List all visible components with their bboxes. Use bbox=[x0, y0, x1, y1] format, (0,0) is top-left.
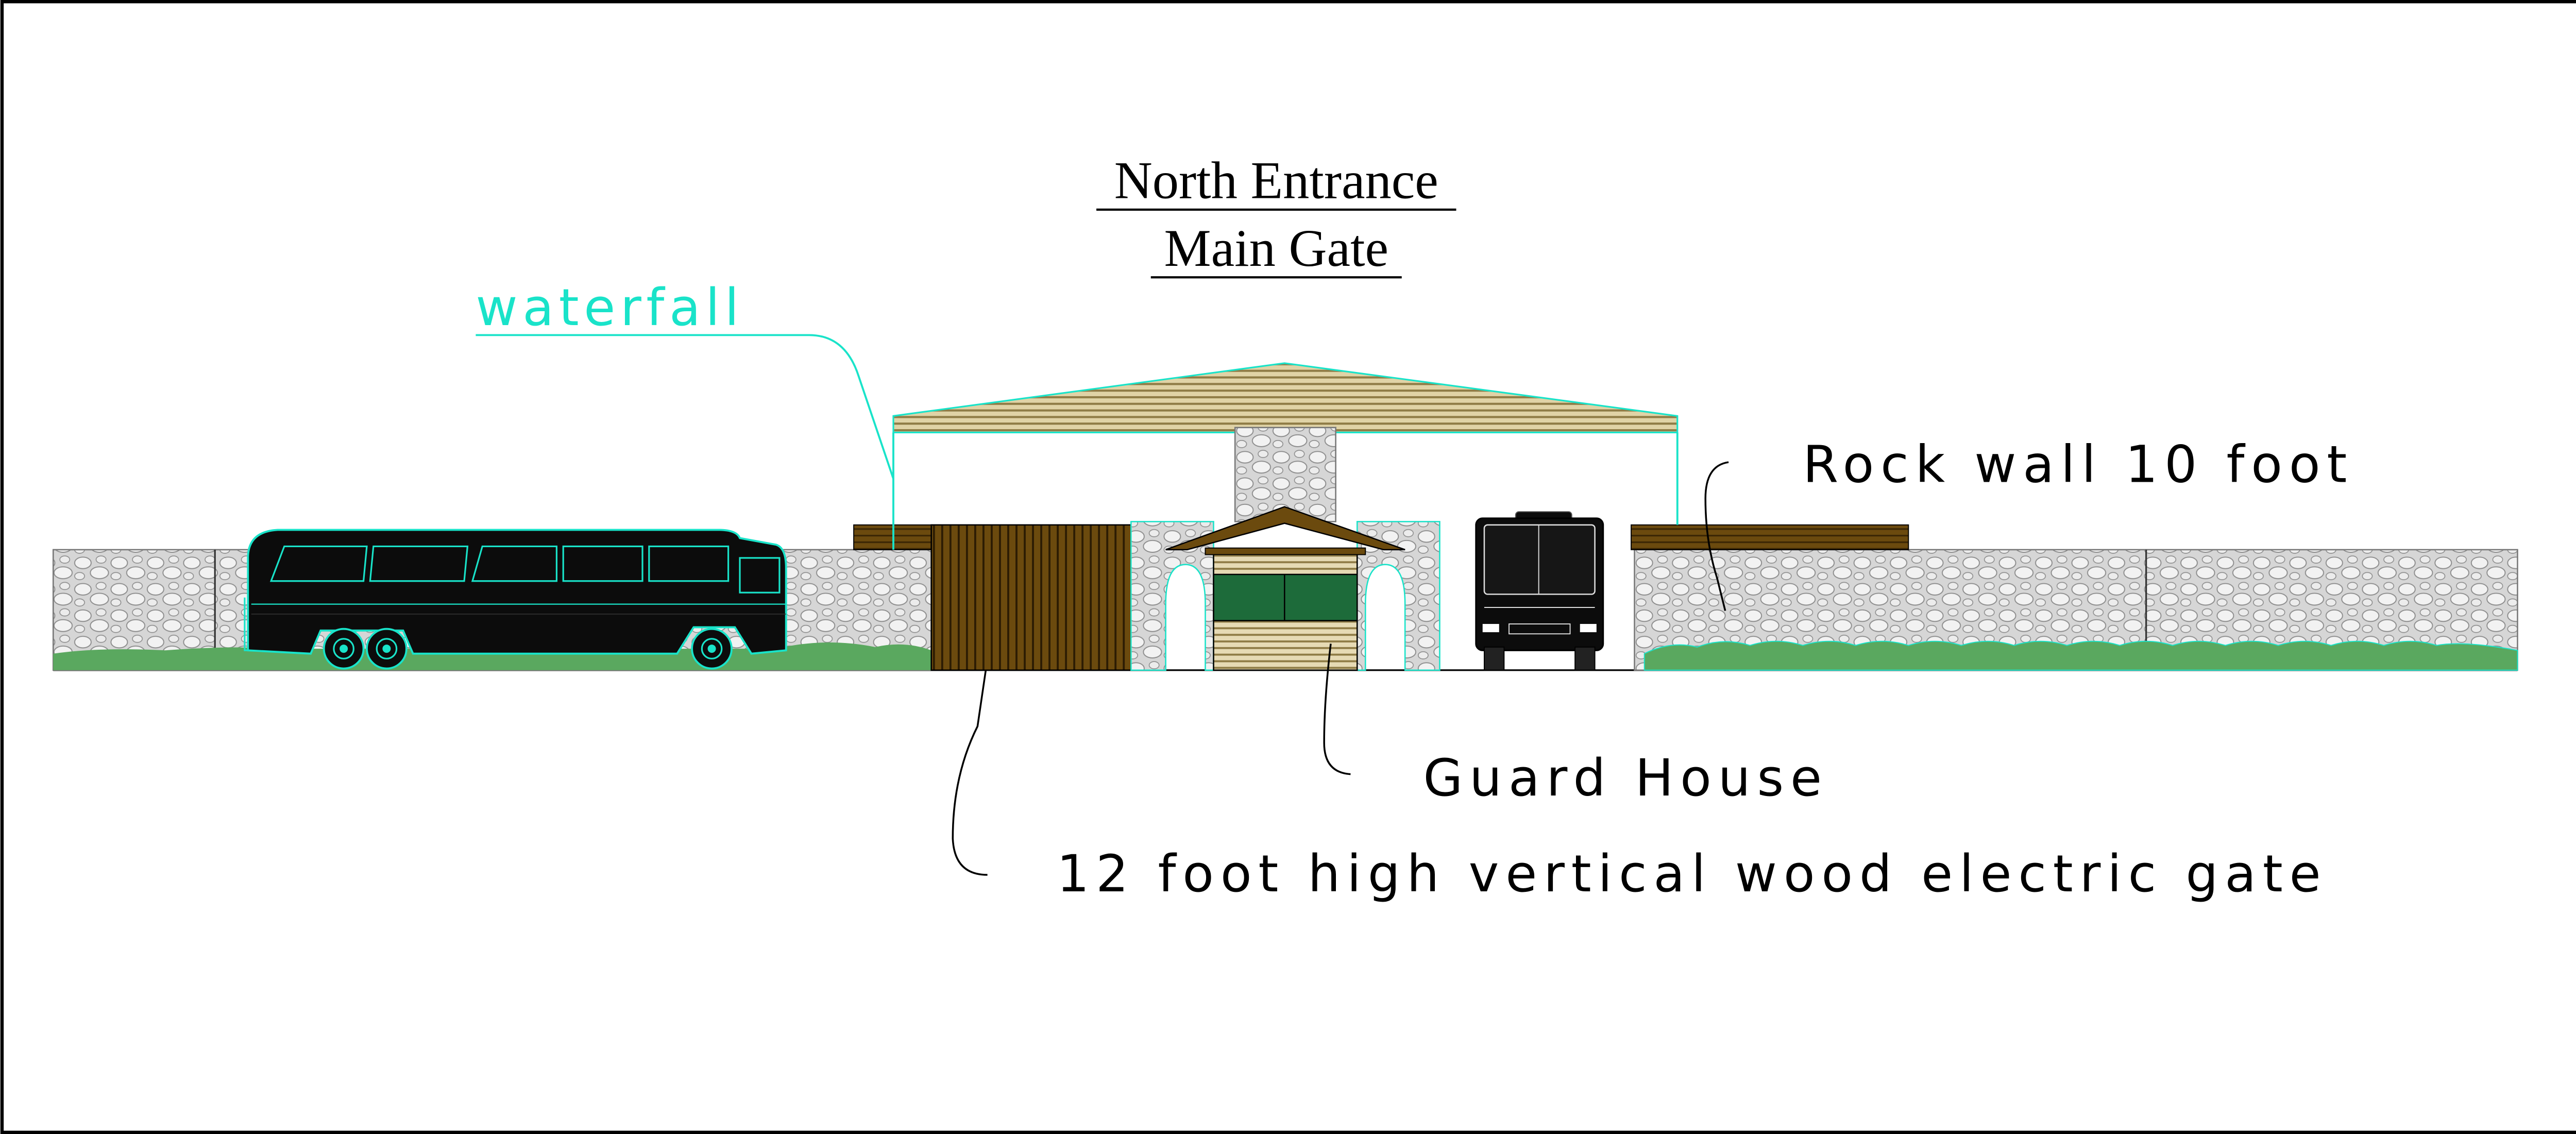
rock-wall-callout: Rock wall 10 foot bbox=[1704, 435, 2353, 611]
right-stone-arch bbox=[1356, 521, 1440, 671]
motorcoach-front-view bbox=[1475, 511, 1604, 671]
wood-electric-gate bbox=[930, 524, 1132, 671]
title-line-1: North Entrance bbox=[1114, 151, 1438, 210]
gate-callout: 12 foot high vertical wood electric gate bbox=[952, 670, 2327, 904]
motorcoach-side-view bbox=[244, 529, 787, 670]
stone-column bbox=[1234, 427, 1336, 522]
grass-right bbox=[1643, 640, 2518, 671]
guard-house bbox=[1165, 506, 1405, 671]
guard-house-label: Guard House bbox=[1423, 749, 1828, 808]
entrance-canopy bbox=[892, 362, 1679, 550]
left-stone-arch bbox=[1130, 521, 1214, 671]
waterfall-callout: waterfall bbox=[476, 278, 894, 479]
title-line-2: Main Gate bbox=[1164, 219, 1388, 278]
gate-label: 12 foot high vertical wood electric gate bbox=[1057, 844, 2327, 904]
rock-wall-label: Rock wall 10 foot bbox=[1803, 435, 2353, 495]
right-gate-cap bbox=[1631, 524, 1909, 550]
waterfall-label: waterfall bbox=[476, 278, 743, 337]
guard-house-callout: Guard House bbox=[1323, 644, 1828, 808]
